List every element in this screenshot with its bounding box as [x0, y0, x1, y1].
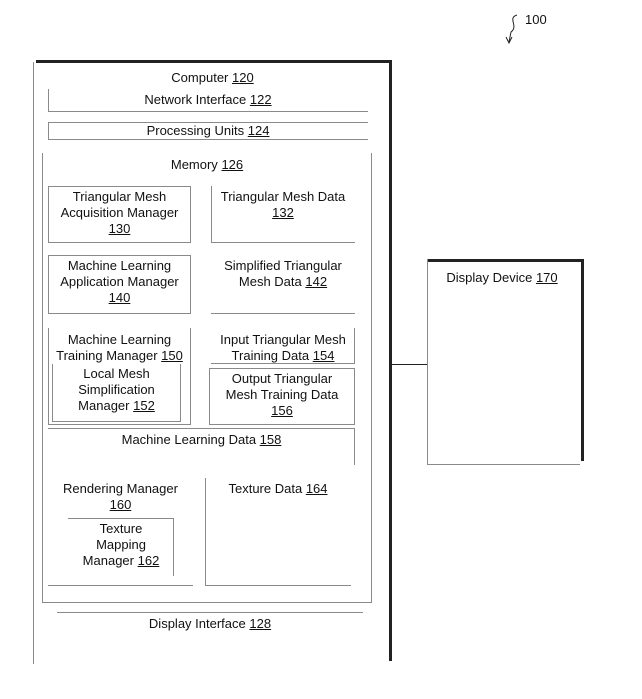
ml-application-manager-label: Machine Learning Application Manager 140: [60, 258, 179, 305]
output-mesh-training-data-label: Output Triangular Mesh Training Data 156: [225, 371, 339, 418]
computer-display-connector: [390, 364, 428, 365]
rendering-manager-label: Rendering Manager 160: [63, 481, 178, 512]
mesh-acquisition-manager-label: Triangular Mesh Acquisition Manager 130: [60, 189, 179, 236]
ml-training-manager-box: [48, 328, 191, 425]
texture-data-box: [205, 478, 351, 586]
local-mesh-simplification-manager-label: Local Mesh Simplification Manager 152: [78, 366, 155, 413]
computer-border-left: [33, 62, 34, 664]
texture-mapping-manager-box: [68, 518, 174, 576]
processing-units-name: Processing Units: [146, 123, 245, 138]
computer-border-right: [389, 60, 392, 661]
network-interface-box: Network Interface 122: [48, 89, 368, 112]
network-interface-ref: 122: [249, 92, 272, 107]
memory-label: Memory 126: [170, 157, 244, 172]
ml-application-manager-box: [48, 255, 191, 314]
output-mesh-training-data-box: [209, 368, 355, 425]
input-mesh-training-data-box: [211, 328, 355, 364]
display-device-box: [427, 259, 584, 465]
figure-reference: 100: [503, 12, 563, 46]
display-interface-label: Display Interface 128: [148, 616, 272, 631]
processing-units-ref: 124: [247, 123, 270, 138]
display-device-label: Display Device 170: [446, 270, 558, 285]
local-mesh-simplification-manager-box: [52, 364, 181, 422]
mesh-data-box: [211, 186, 355, 243]
computer-border-top: [36, 60, 392, 63]
memory-box: [42, 153, 372, 603]
figure-number: 100: [525, 12, 547, 27]
ml-training-manager-label: Machine Learning Training Manager 150: [56, 332, 183, 363]
ml-data-box: [48, 428, 355, 465]
ml-data-label: Machine Learning Data 158: [121, 432, 282, 447]
display-interface-box: [57, 612, 363, 642]
mesh-data-label: Triangular Mesh Data 132: [220, 189, 346, 220]
texture-data-label: Texture Data 164: [228, 481, 328, 496]
computer-label: Computer 120: [171, 70, 254, 85]
processing-units-box: Processing Units 124: [48, 122, 368, 140]
network-interface-name: Network Interface: [144, 92, 247, 107]
rendering-manager-box: [48, 478, 193, 586]
texture-mapping-manager-label: Texture Mapping Manager 162: [82, 521, 160, 568]
simplified-mesh-data-box: [211, 255, 355, 314]
input-mesh-training-data-label: Input Triangular Mesh Training Data 154: [220, 332, 346, 363]
mesh-acquisition-manager-box: [48, 186, 191, 243]
reference-arrow-icon: [505, 14, 518, 45]
simplified-mesh-data-label: Simplified Triangular Mesh Data 142: [224, 258, 342, 289]
